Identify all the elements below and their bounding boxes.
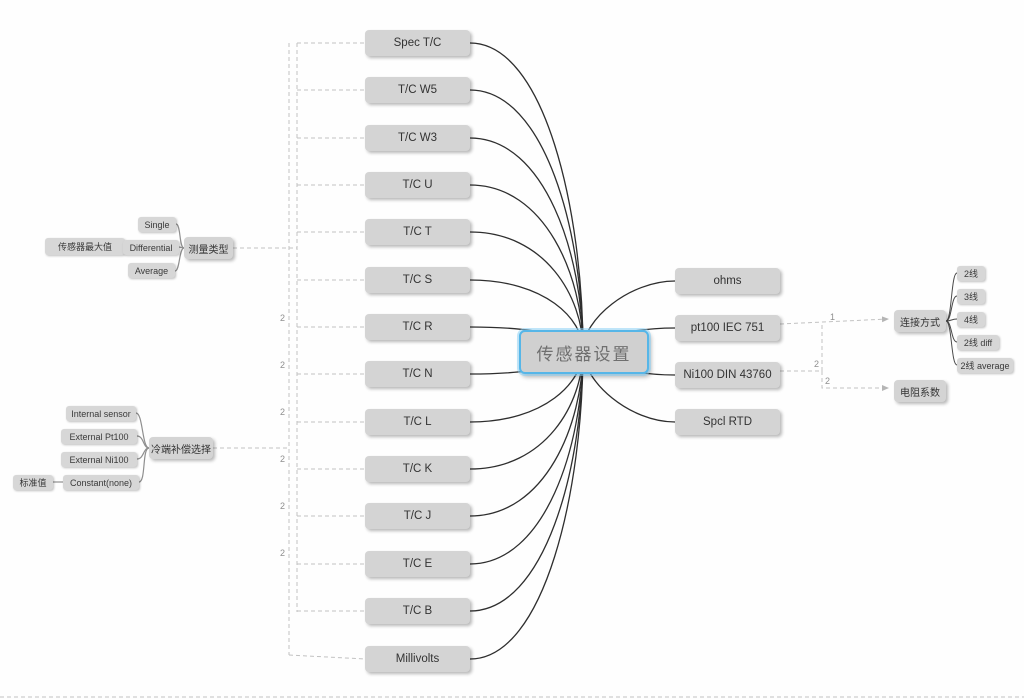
node-wire-2[interactable]: 2线 [957,266,985,281]
node-constant-none[interactable]: Constant(none) [63,475,139,490]
node-wire-2-diff[interactable]: 2线 diff [957,335,999,350]
relationship-label: 2 [825,376,830,386]
node-external-ni100[interactable]: External Ni100 [61,452,137,467]
node-internal-sensor[interactable]: Internal sensor [66,406,136,421]
node-central-topic[interactable]: 传感器设置 [519,330,649,374]
node-spec-tc[interactable]: Spec T/C [365,30,470,56]
dashed-relationship-edges [213,42,889,660]
node-pt100[interactable]: pt100 IEC 751 [675,315,780,341]
node-standard-value[interactable]: 标准值 [13,475,53,490]
node-ni100[interactable]: Ni100 DIN 43760 [675,362,780,388]
connection-type-bracket [945,272,958,366]
relationship-label: 2 [280,313,285,323]
node-tc-j[interactable]: T/C J [365,503,470,529]
node-ohms[interactable]: ohms [675,268,780,294]
node-tc-w3[interactable]: T/C W3 [365,125,470,151]
node-wire-2-average[interactable]: 2线 average [957,358,1013,373]
edge-tc-branch [469,349,584,660]
edge-wire-option [945,272,958,322]
node-tc-u[interactable]: T/C U [365,172,470,198]
node-cold-junction[interactable]: 冷端补偿选择 [149,437,213,459]
node-tc-e[interactable]: T/C E [365,551,470,577]
edge-tc-branch [469,349,584,517]
node-single[interactable]: Single [138,217,176,232]
cold-junction-bracket [53,412,150,483]
edge-measure-option [174,247,185,272]
node-average[interactable]: Average [128,263,175,278]
edge-tc-branch [469,349,584,612]
dashed-resistance-link [821,371,889,391]
node-resistance-coeff[interactable]: 电阻系数 [894,380,946,402]
node-spcl-rtd[interactable]: Spcl RTD [675,409,780,435]
edge-wire-option [945,320,958,366]
relationship-label: 1 [830,312,835,322]
relationship-label: 2 [280,501,285,511]
node-external-pt100[interactable]: External Pt100 [61,429,137,444]
node-wire-3[interactable]: 3线 [957,289,985,304]
dashed-stub [288,654,366,660]
edge-tc-branch [469,349,584,565]
relationship-label: 2 [280,454,285,464]
edge-cj-option [138,447,150,483]
relationship-label: 2 [280,407,285,417]
node-tc-b[interactable]: T/C B [365,598,470,624]
node-measure-type[interactable]: 测量类型 [184,237,233,259]
node-millivolts[interactable]: Millivolts [365,646,470,672]
edge-cj-option [135,412,150,449]
node-sensor-max[interactable]: 传感器最大值 [45,238,125,255]
edge-wire-option [945,295,958,322]
node-tc-s[interactable]: T/C S [365,267,470,293]
node-tc-w5[interactable]: T/C W5 [365,77,470,103]
node-tc-n[interactable]: T/C N [365,361,470,387]
node-connection-type[interactable]: 连接方式 [894,310,946,332]
node-tc-t[interactable]: T/C T [365,219,470,245]
node-tc-k[interactable]: T/C K [365,456,470,482]
edge-tc-branch [469,42,584,351]
relationship-labels: 1 2 2 2 2 2 2 2 2 [280,312,835,558]
node-tc-l[interactable]: T/C L [365,409,470,435]
node-wire-4[interactable]: 4线 [957,312,985,327]
node-differential[interactable]: Differential [123,240,179,255]
edge-tc-branch [469,89,584,351]
edge-tc-branch [469,137,584,351]
relationship-label: 2 [280,548,285,558]
edge-tc-branch [469,184,584,351]
node-tc-r[interactable]: T/C R [365,314,470,340]
relationship-label: 2 [280,360,285,370]
thermocouple-branch-edges [469,42,584,660]
relationship-label: 2 [814,359,819,369]
